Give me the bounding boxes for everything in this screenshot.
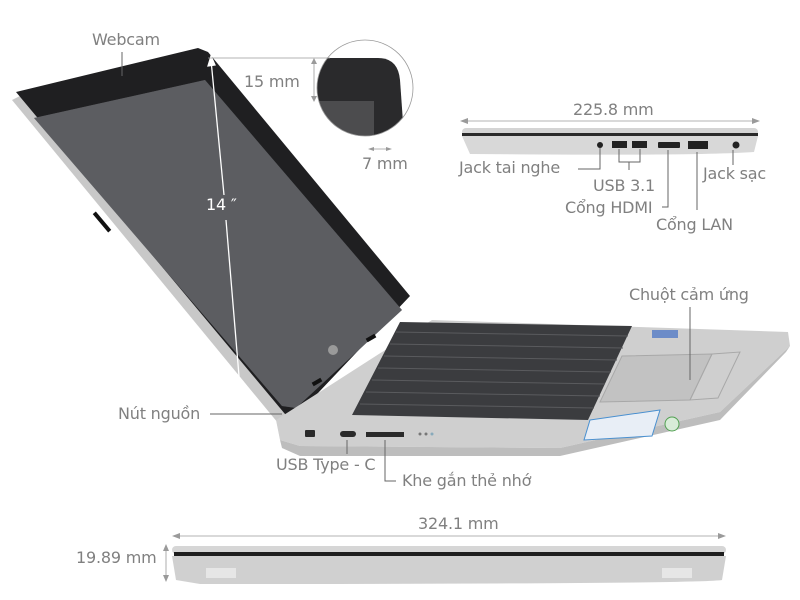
usb-type-c-label: USB Type - C [276, 455, 376, 474]
hdmi-label: Cổng HDMI [565, 198, 653, 217]
headphone-jack-label: Jack tai nghe [459, 158, 560, 177]
bezel-side-label: 7 mm [362, 154, 408, 173]
sticker [652, 330, 678, 338]
thickness-label: 19.89 mm [76, 548, 157, 567]
webcam-label: Webcam [92, 30, 160, 49]
side-view-laptop [462, 128, 758, 155]
bezel-top-label: 15 mm [244, 72, 300, 91]
depth-label: 225.8 mm [573, 100, 654, 119]
keyboard [352, 322, 632, 420]
width-label: 324.1 mm [418, 514, 499, 533]
lan-label: Cổng LAN [656, 215, 733, 234]
card-slot-label: Khe gắn thẻ nhớ [402, 471, 532, 490]
usb-c-port [340, 431, 356, 437]
screen-size-label: 14 ″ [206, 195, 237, 214]
lock-slot [305, 430, 315, 437]
power-button-label: Nút nguồn [118, 404, 201, 423]
usb-label: USB 3.1 [593, 176, 655, 195]
touchpad-label: Chuột cảm ứng [629, 285, 749, 304]
card-slot [366, 432, 404, 437]
bezel-zoom-inset [317, 40, 413, 136]
lid-edge [12, 96, 300, 440]
hp-logo-icon [328, 345, 338, 355]
charging-jack-label: Jack sạc [703, 164, 767, 183]
front-view-laptop [172, 546, 726, 584]
